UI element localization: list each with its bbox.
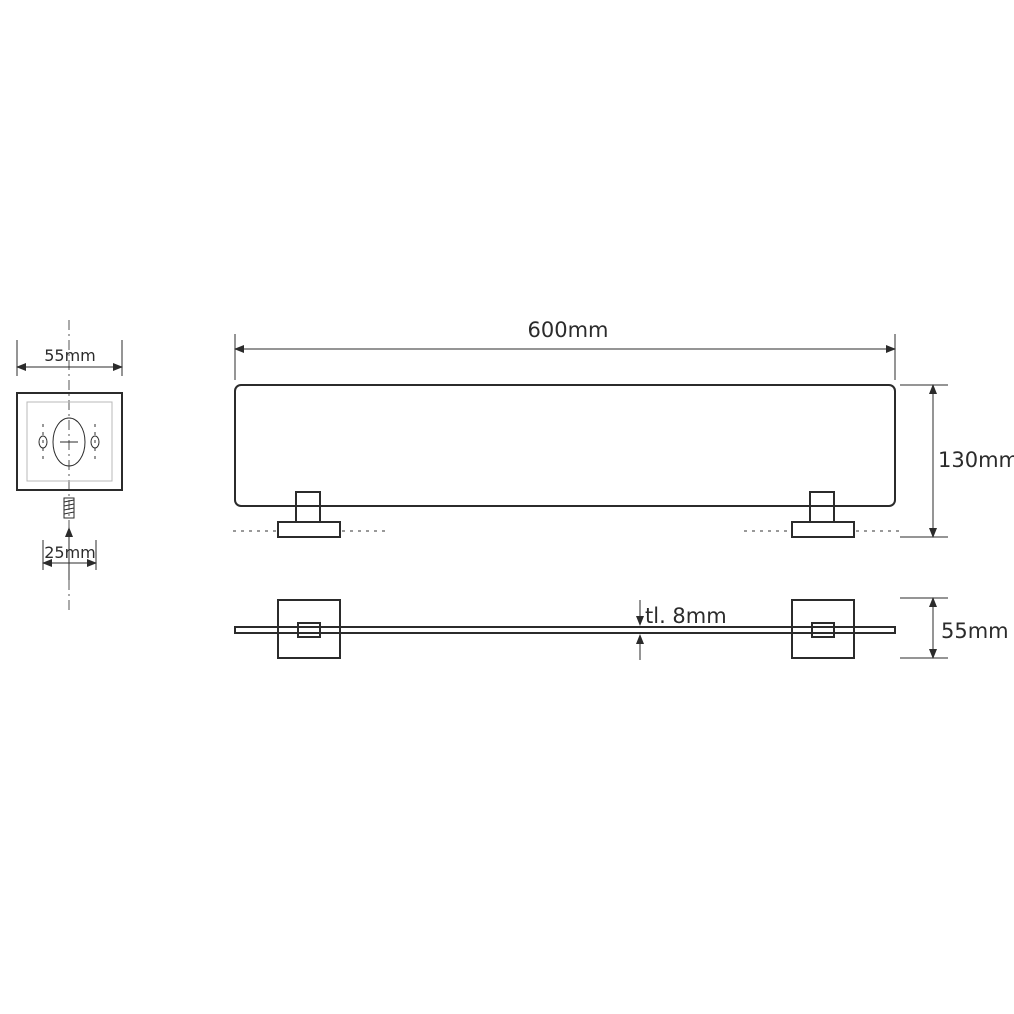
depth-dimension: 55mm [900, 597, 1009, 659]
screw-dimension-label: 25mm [44, 543, 96, 562]
side-width-dimension: 55mm [16, 340, 123, 376]
top-clamp-left [297, 622, 321, 638]
height-label: 130mm [938, 448, 1014, 472]
wall-plate-inner-outline [26, 401, 113, 482]
length-dimension: 600mm [234, 318, 896, 380]
bracket-left [277, 491, 341, 538]
top-wall-plate-right [791, 599, 855, 659]
glass-shelf [234, 384, 896, 507]
thickness-label: tl. 8mm [645, 604, 727, 628]
front-view: 600mm 130mm [233, 318, 1014, 538]
length-label: 600mm [528, 318, 609, 342]
screw-icon [63, 497, 75, 519]
mounting-bore [52, 417, 86, 467]
top-view: tl. 8mm 55mm [234, 597, 1009, 660]
wall-plate [16, 392, 123, 491]
side-view: 55mm 25mm [16, 320, 123, 612]
top-wall-plate-left [277, 599, 341, 659]
depth-label: 55mm [941, 619, 1009, 643]
screw-dimension: 25mm [42, 540, 97, 570]
thickness-dimension: tl. 8mm [636, 600, 727, 660]
height-dimension: 130mm [900, 384, 1014, 538]
glass-shelf-top [234, 626, 896, 634]
top-clamp-right [811, 622, 835, 638]
side-width-label: 55mm [44, 346, 96, 365]
bracket-right [791, 491, 855, 538]
